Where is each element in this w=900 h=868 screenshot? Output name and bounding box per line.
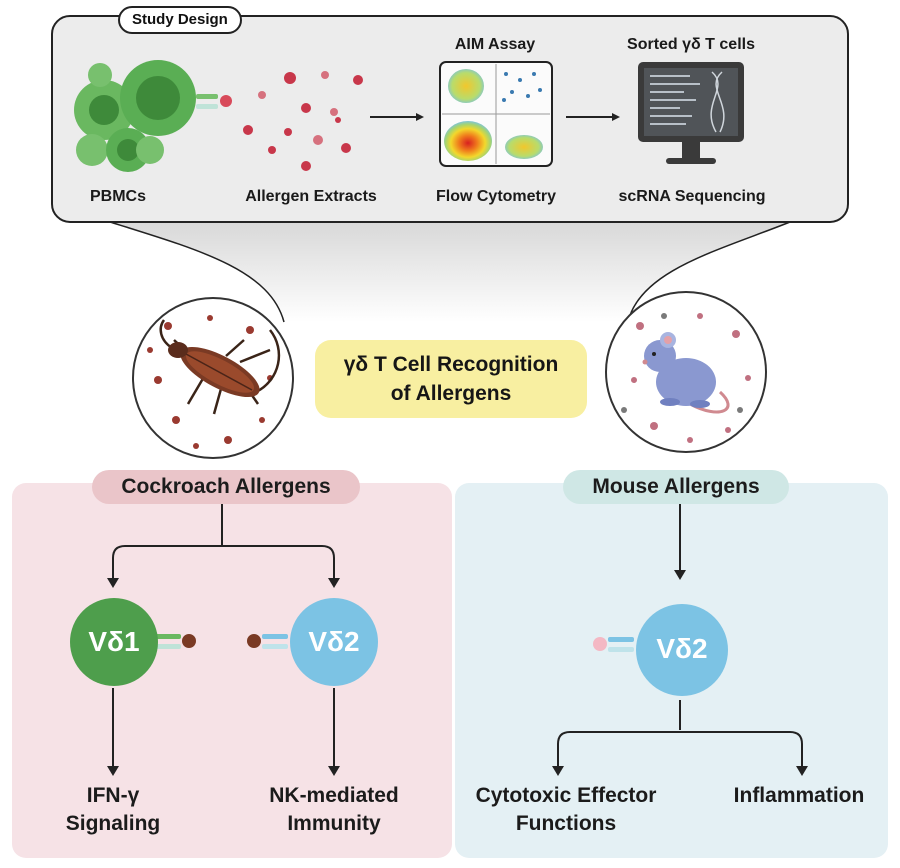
vd2-receptor-icon-left (247, 634, 288, 649)
vd2-cell-right (636, 604, 728, 696)
step-label-allergen-extracts: Allergen Extracts (245, 188, 377, 205)
step-label-scrna-sequencing: scRNA Sequencing (618, 188, 766, 205)
outcome-cytotoxic-line2: Functions (515, 812, 617, 835)
outcome-ifn-gamma: IFN-γ Signaling (48, 782, 178, 838)
allergen-particles-icon (243, 71, 363, 171)
mouse-icon (605, 291, 767, 453)
outcome-nk-line1: NK-mediated (269, 784, 399, 807)
study-design-title: Study Design (118, 6, 242, 34)
outcome-ifn-gamma-line2: Signaling (65, 812, 161, 835)
vd2-cell-right-label: Vδ2 (656, 633, 708, 664)
center-title-line1: γδ T Cell Recognition (343, 353, 559, 376)
outcome-cytotoxic: Cytotoxic Effector Functions (452, 782, 680, 838)
mouse-allergens-tag: Mouse Allergens (563, 470, 789, 504)
arrow-head (416, 113, 424, 121)
outcome-cytotoxic-line1: Cytotoxic Effector (475, 784, 657, 807)
vd1-cell-label: Vδ1 (88, 626, 140, 657)
vd2-cell-left (290, 598, 378, 686)
vd1-cell (70, 598, 158, 686)
step-label-pbmcs: PBMCs (89, 188, 146, 205)
monitor-icon (638, 62, 744, 164)
step-header-aim-assay: AIM Assay (454, 36, 536, 53)
vd1-receptor-icon (155, 634, 196, 649)
outcome-ifn-gamma-line1: IFN-γ (86, 784, 140, 807)
center-title-pill: γδ T Cell Recognition of Allergens (315, 340, 587, 418)
funnel-right-edge (627, 221, 791, 323)
outcome-nk-line2: Immunity (287, 812, 381, 835)
pbmc-cluster-icon (74, 60, 232, 172)
vd2-cell-left-label: Vδ2 (308, 626, 360, 657)
cockroach-icon (132, 297, 294, 459)
vd2-receptor-icon-right (593, 637, 634, 652)
funnel-shape (110, 222, 790, 322)
center-title-line2: of Allergens (390, 382, 512, 405)
outcome-inflammation: Inflammation (733, 784, 865, 807)
step-label-flow-cytometry: Flow Cytometry (435, 188, 556, 205)
cockroach-allergens-tag: Cockroach Allergens (92, 470, 360, 504)
step-header-sorted-cells: Sorted γδ T cells (627, 36, 755, 53)
flow-arrowheads (107, 570, 808, 776)
outcome-nk-immunity: NK-mediated Immunity (244, 782, 424, 838)
funnel-left-edge (109, 221, 285, 323)
flow-cytometry-plot-icon (439, 61, 553, 167)
